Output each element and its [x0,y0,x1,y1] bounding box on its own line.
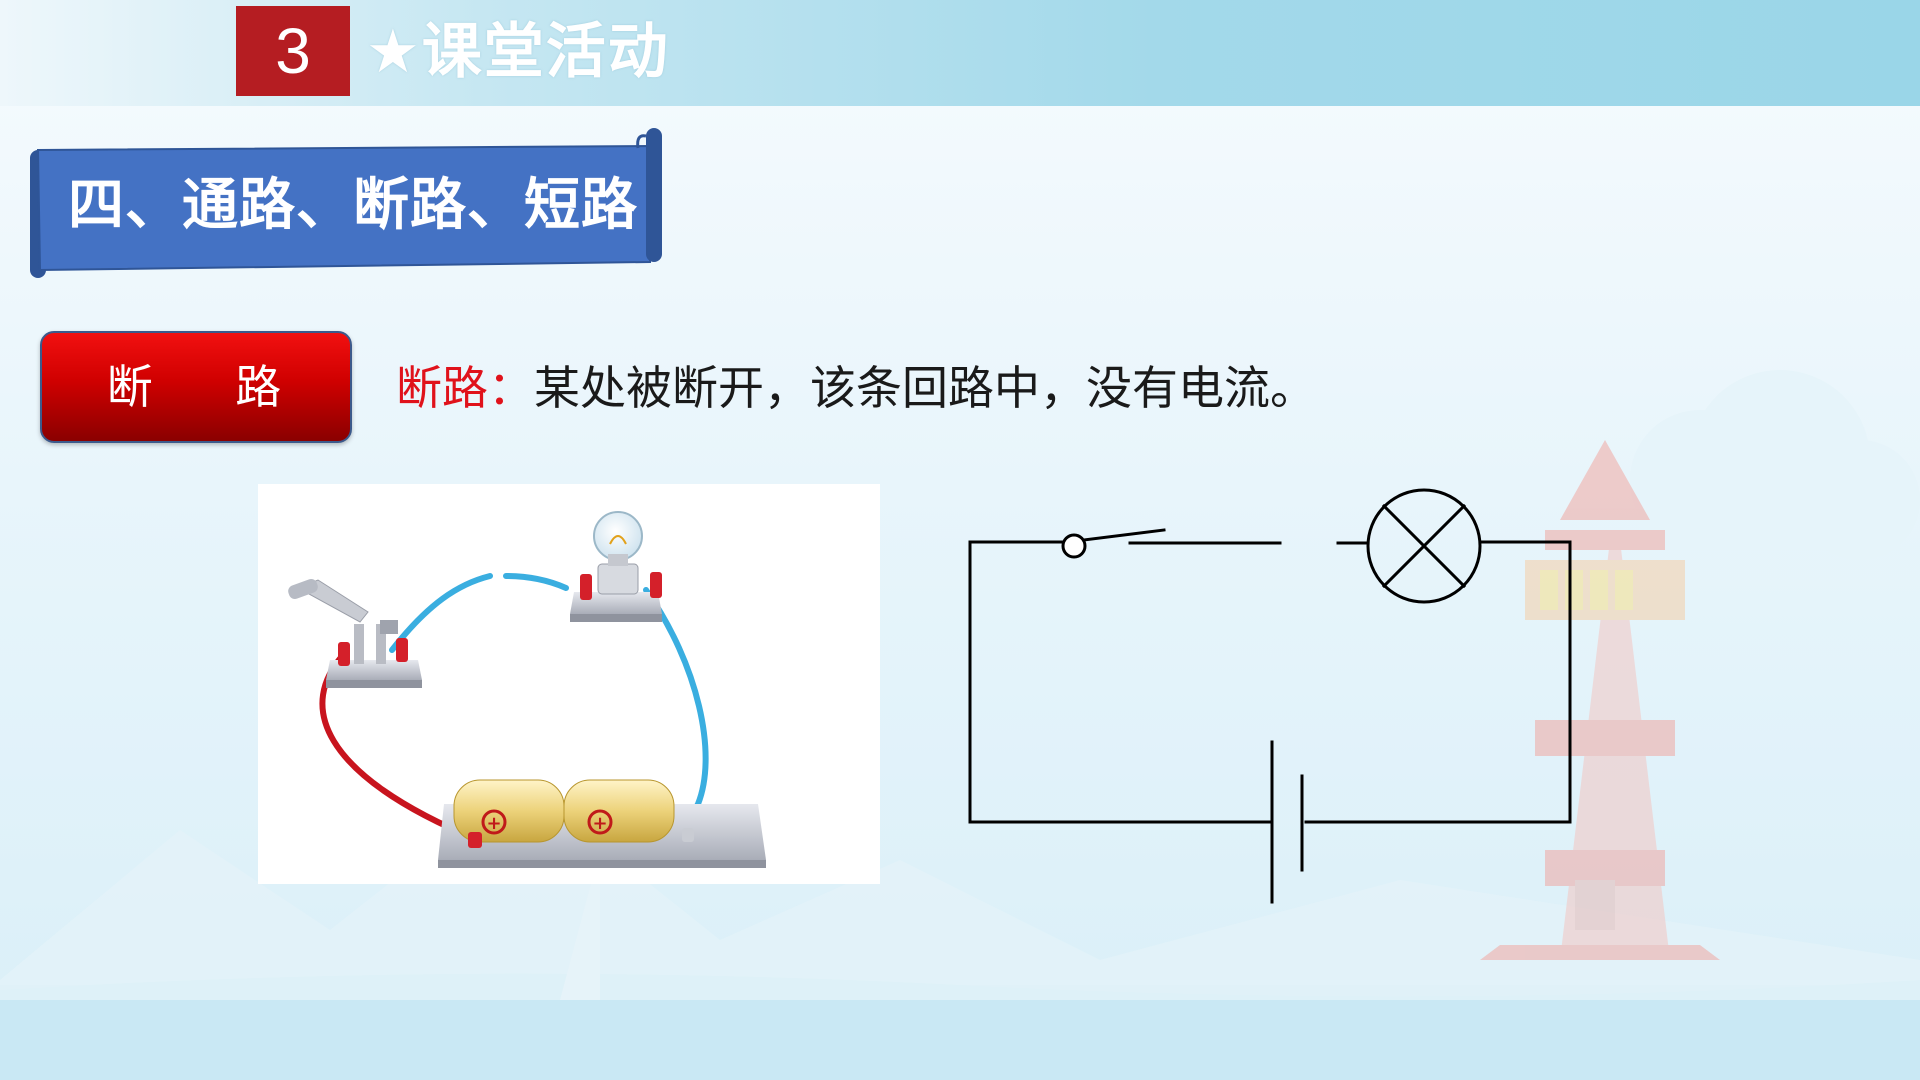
knife-switch [288,578,422,688]
definition-colon: ： [488,361,534,415]
banner-title: 四、通路、断路、短路 [68,173,638,238]
blue-wire-switch-to-gap [389,573,493,653]
definition-term: 断路 [396,361,488,415]
lamp-symbol [1366,488,1482,604]
battery-holder: + + [438,779,766,868]
lighthouse-decoration [1480,440,1720,960]
blue-wire-gap-to-lamp [503,573,569,591]
definition-text: 某处被断开，该条回路中，没有电流。 [534,361,1316,415]
wire-top-left [968,540,1064,545]
topic-tag: 断 路 [40,331,352,443]
lamp-holder [570,511,662,622]
section-number-badge: 3 [236,6,350,96]
switch-blade [1082,528,1166,542]
definition-line: 断路：某处被断开，该条回路中，没有电流。 [396,355,1316,421]
wire-right [1304,540,1572,824]
section-title: ★课堂活动 [366,17,670,87]
circuit-schematic [968,488,1572,904]
switch-pivot [1061,533,1087,559]
scroll-banner [30,128,662,278]
circuit-illustration: + + [288,511,766,868]
battery-plus-1: + [486,813,501,834]
battery-plus-2: + [592,813,607,834]
wire-left-bottom [968,540,1274,824]
